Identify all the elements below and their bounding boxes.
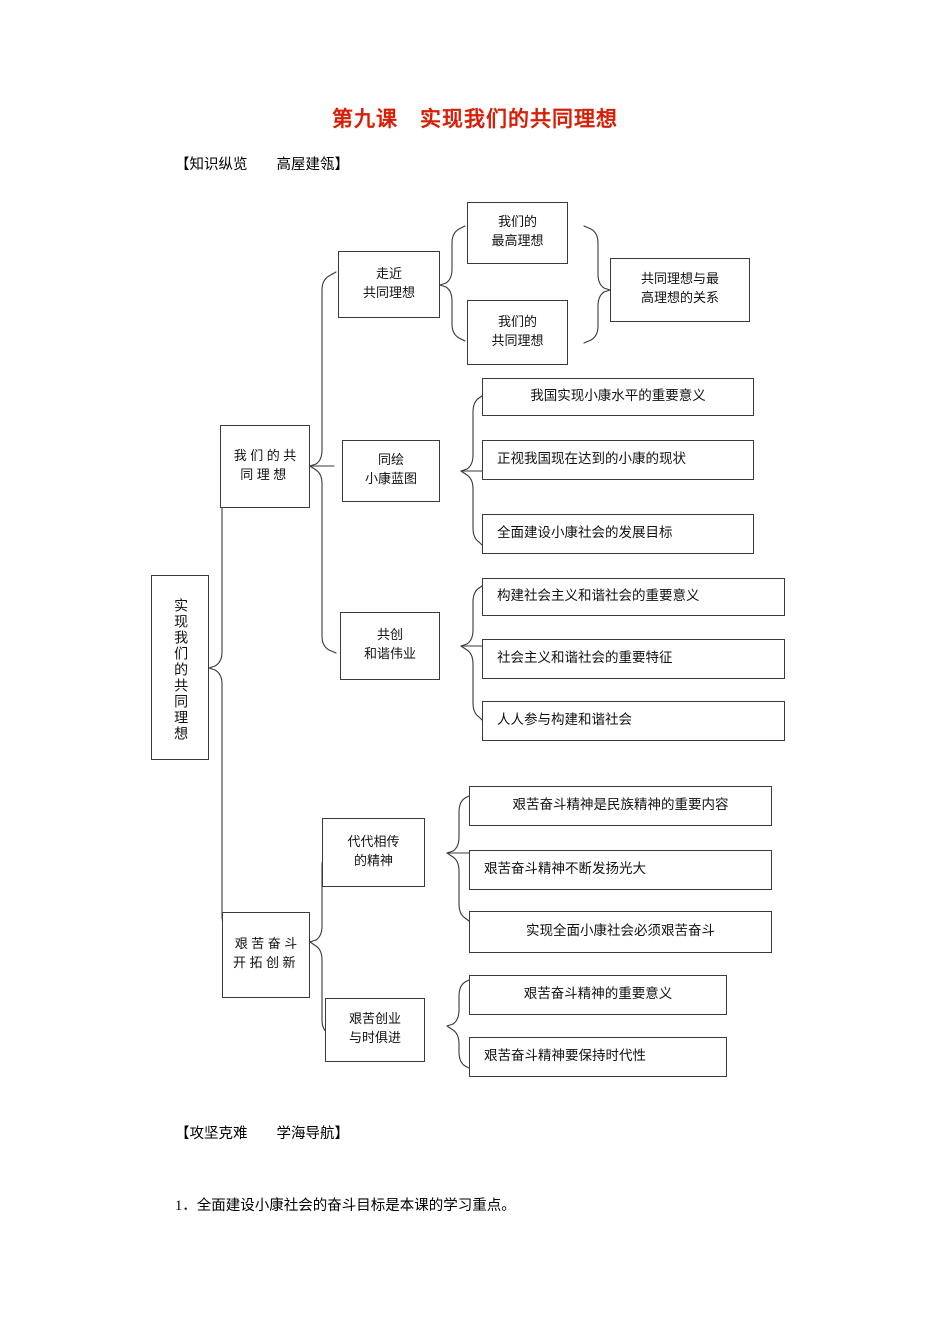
section-heading-knowledge-overview: 【知识纵览 高屋建瓴】 (175, 157, 349, 173)
leaf-relation-common-highest[interactable]: 共同理想与最 高理想的关系 (610, 258, 750, 322)
leaf-everyone-participates[interactable]: 人人参与构建和谐社会 (482, 701, 785, 741)
leaf-xiaokang-needs-hard-work[interactable]: 实现全面小康社会必须艰苦奋斗 (469, 911, 772, 953)
node-root[interactable]: 实现我们的共同理想 (151, 575, 209, 760)
node-approach-common-ideal[interactable]: 走近 共同理想 (338, 251, 440, 318)
leaf-spirit-carried-forward[interactable]: 艰苦奋斗精神不断发扬光大 (469, 850, 772, 890)
leaf-highest-ideal[interactable]: 我们的 最高理想 (467, 202, 568, 264)
leaf-hard-work-significance[interactable]: 艰苦奋斗精神的重要意义 (469, 975, 727, 1015)
node-draw-xiaokang-blueprint[interactable]: 同绘 小康蓝图 (342, 440, 440, 502)
node-generational-spirit[interactable]: 代代相传 的精神 (322, 818, 425, 887)
node-entrepreneurship-with-times[interactable]: 艰苦创业 与时俱进 (325, 998, 425, 1062)
page-title: 第九课 实现我们的共同理想 (332, 107, 618, 131)
node-branch-common-ideal[interactable]: 我们的共同理想 (220, 425, 310, 508)
leaf-spirit-national-content[interactable]: 艰苦奋斗精神是民族精神的重要内容 (469, 786, 772, 826)
leaf-hard-work-modern[interactable]: 艰苦奋斗精神要保持时代性 (469, 1037, 727, 1077)
section-heading-key-difficulties: 【攻坚克难 学海导航】 (175, 1126, 349, 1142)
leaf-xiaokang-development-goal[interactable]: 全面建设小康社会的发展目标 (482, 514, 754, 554)
leaf-xiaokang-significance[interactable]: 我国实现小康水平的重要意义 (482, 378, 754, 416)
body-line-1: 1．全面建设小康社会的奋斗目标是本课的学习重点。 (175, 1198, 516, 1214)
node-branch-hard-work[interactable]: 艰苦奋斗开拓创新 (222, 912, 310, 998)
leaf-xiaokang-current-status[interactable]: 正视我国现在达到的小康的现状 (482, 440, 754, 480)
leaf-harmony-significance[interactable]: 构建社会主义和谐社会的重要意义 (482, 578, 785, 616)
leaf-our-common-ideal[interactable]: 我们的 共同理想 (467, 300, 568, 365)
node-create-harmony[interactable]: 共创 和谐伟业 (340, 612, 440, 680)
leaf-harmony-features[interactable]: 社会主义和谐社会的重要特征 (482, 639, 785, 679)
